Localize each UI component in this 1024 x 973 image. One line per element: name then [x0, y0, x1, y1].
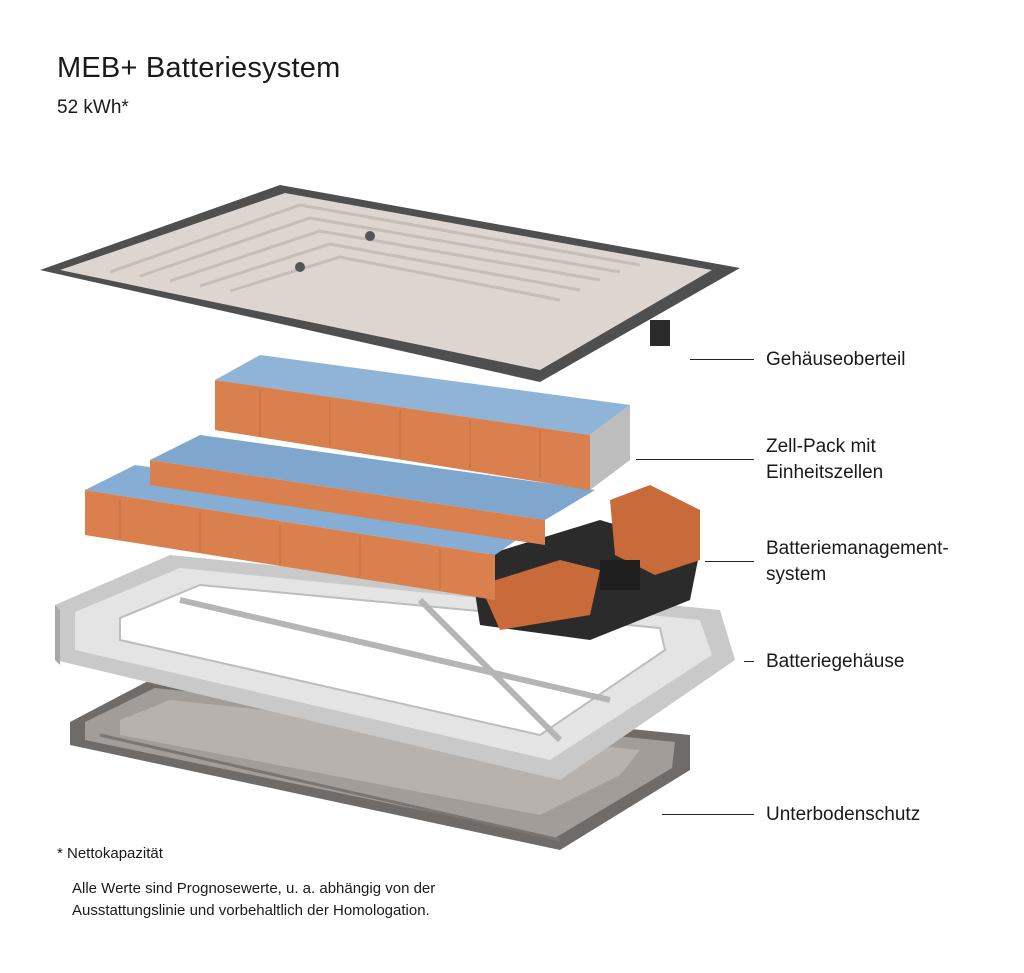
- cell-pack-upper-illustration: [215, 355, 630, 490]
- label-skid-plate: Unterbodenschutz: [766, 804, 921, 825]
- page-title: MEB+ Batteriesystem: [57, 52, 341, 84]
- leader-line-bms: [705, 561, 754, 563]
- leader-line-top-cover: [690, 359, 754, 361]
- label-cell-pack: Zell-Pack mit Einheitszellen: [766, 436, 884, 483]
- disclaimer: Alle Werte sind Prognosewerte, u. a. abh…: [72, 880, 436, 919]
- capacity-subtitle: 52 kWh*: [57, 97, 129, 118]
- footnote: * Nettokapazität: [57, 845, 163, 862]
- leader-line-skid-plate: [662, 814, 754, 816]
- label-bms: Batteriemanagement- system: [766, 538, 949, 585]
- leader-line-housing: [744, 661, 754, 663]
- label-housing: Batteriegehäuse: [766, 651, 905, 672]
- bms-illustration: [470, 485, 700, 640]
- cell-pack-front-illustration: [85, 435, 595, 600]
- label-top-cover: Gehäuseoberteil: [766, 349, 906, 370]
- leader-line-cell-pack: [636, 459, 754, 461]
- top-cover-illustration: [40, 185, 740, 382]
